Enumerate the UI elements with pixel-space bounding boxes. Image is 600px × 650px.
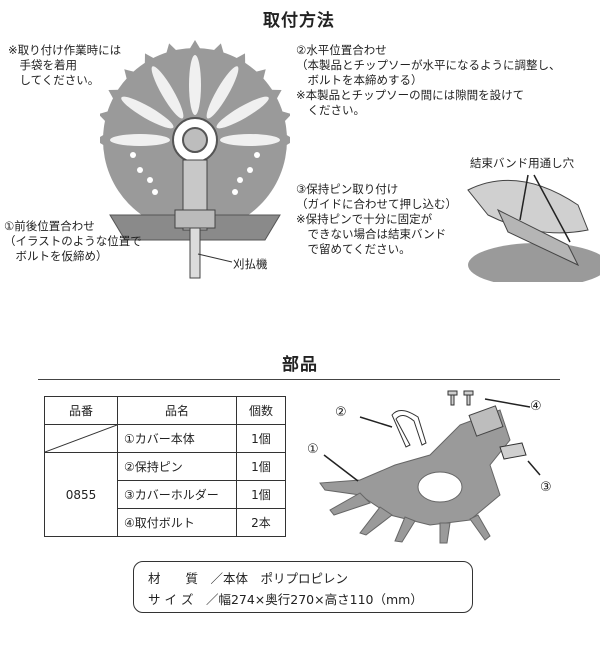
table-header-row: 品番 品名 個数 — [44, 396, 286, 425]
holder-on-cover — [468, 405, 504, 437]
step3-note: ③保持ピン取り付け （ガイドに合わせて押し込む） ※保持ピンで十分に固定が でき… — [296, 182, 457, 256]
row-name: ②保持ピン — [117, 452, 237, 481]
table-row: ④取付ボルト 2本 — [45, 508, 286, 537]
parts-table: 品番 品名 個数 ①カバー本体 1個 0855 ②保持ピン 1個 ③カバーホルダ… — [44, 396, 286, 537]
row-qty: 1個 — [236, 424, 286, 453]
glove-note: ※取り付け作業時には 手袋を着用 してください。 — [8, 43, 122, 87]
header-qty: 個数 — [236, 396, 286, 425]
callout-4: ④ — [530, 399, 542, 414]
callout-2: ② — [335, 405, 347, 420]
row-name: ④取付ボルト — [117, 508, 237, 537]
row-name: ③カバーホルダー — [117, 480, 237, 509]
callout-1: ① — [307, 442, 319, 457]
cover-hole — [417, 471, 463, 503]
parts-illustration — [319, 390, 541, 544]
machine-label: 刈払機 — [233, 257, 268, 271]
header-part-no: 品番 — [44, 396, 118, 425]
arrow-line-2 — [359, 416, 393, 428]
row-qty: 1個 — [236, 480, 286, 509]
arrow-line-1 — [519, 174, 529, 221]
cover-holder-shape — [499, 442, 527, 460]
spec-box: 材 質 ／本体 ポリプロピレン サ イ ズ ／幅274×奥行270×高さ110（… — [133, 561, 473, 613]
band-hole-label: 結束バンド用通し穴 — [470, 156, 575, 170]
bolts-shape — [447, 390, 474, 406]
spec-material: 材 質 ／本体 ポリプロピレン — [148, 571, 349, 586]
step1-note: ①前後位置合わせ （イラストのような位置で ボルトを仮締め） — [4, 219, 142, 263]
spec-size: サ イ ズ ／幅274×奥行270×高さ110（mm） — [148, 592, 423, 607]
step2-note: ②水平位置合わせ （本製品とチップソーが水平になるように調整し、 ボルトを本締め… — [296, 43, 561, 117]
part-no-cell: 0855 — [44, 452, 118, 537]
arrow-line-4 — [484, 398, 531, 408]
install-title: 取付方法 — [263, 11, 335, 31]
holding-pin-shape — [391, 410, 427, 448]
row-name: ①カバー本体 — [117, 424, 237, 453]
table-row: ③カバーホルダー 1個 — [45, 480, 286, 509]
arrow-line-3 — [527, 460, 541, 476]
table-row: ①カバー本体 1個 — [44, 424, 286, 453]
saw-blade-illustration — [100, 40, 290, 279]
header-name: 品名 — [117, 396, 237, 425]
diagonal-cell — [44, 424, 118, 453]
row-qty: 1個 — [236, 452, 286, 481]
section-divider — [38, 379, 560, 380]
arrow-line-1 — [323, 454, 359, 482]
holder-detail-illustration — [467, 174, 600, 282]
table-row: 0855 ②保持ピン 1個 — [44, 452, 286, 537]
machine-pointer-line — [197, 253, 233, 263]
parts-title: 部品 — [282, 355, 318, 375]
arrow-line-2 — [533, 174, 571, 243]
callout-3: ③ — [540, 480, 552, 495]
row-qty: 2本 — [236, 508, 286, 537]
